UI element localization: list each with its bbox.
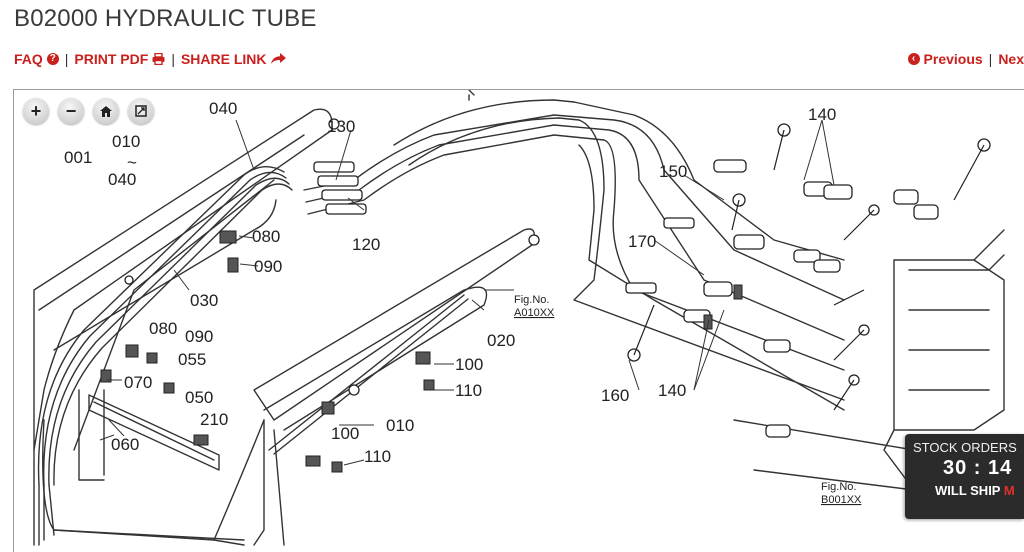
callout-label: 110 <box>455 381 482 400</box>
chevron-left-circle-icon: ‹ <box>907 53 920 65</box>
callout-label: 160 <box>601 386 629 405</box>
next-link[interactable]: Nex <box>998 51 1024 67</box>
callout-label: 100 <box>331 424 359 443</box>
diagram-viewer[interactable]: 040 130 001 010 ~040 140 150 170 080 090 120 030 020… <box>13 89 1024 552</box>
callout-label: 030 <box>190 291 218 310</box>
callout-label: ~ <box>127 153 137 172</box>
callout-label: 140 <box>808 105 836 124</box>
callout-label: 020 <box>487 331 515 350</box>
will-ship-text: WILL SHIP M <box>905 480 1024 498</box>
fullscreen-button[interactable] <box>128 98 154 124</box>
home-icon <box>100 105 112 117</box>
callout-label: 001 <box>64 148 92 167</box>
will-ship-prefix: WILL SHIP <box>935 483 1004 498</box>
callout-label: 070 <box>124 373 152 392</box>
separator: | <box>171 51 175 67</box>
parts-diagram: 040 130 001 010 ~040 140 150 170 080 090 120 030 020… <box>33 90 1005 546</box>
previous-link[interactable]: ‹ Previous <box>907 51 983 67</box>
callout-label: 110 <box>364 447 391 466</box>
page-title: B02000 HYDRAULIC TUBE <box>14 5 317 32</box>
zoom-out-button[interactable]: − <box>58 98 84 124</box>
faq-label: FAQ <box>14 51 43 67</box>
stock-orders-banner[interactable]: STOCK ORDERS 30 : 14 WILL SHIP M <box>905 434 1024 519</box>
plus-icon: + <box>30 100 42 121</box>
stock-orders-header: STOCK ORDERS <box>913 440 1017 455</box>
callout-label: 040 <box>108 170 136 189</box>
share-link-label: SHARE LINK <box>180 51 267 67</box>
question-circle-icon: ? <box>46 53 59 65</box>
callout-label: 100 <box>455 355 483 374</box>
faq-link[interactable]: FAQ ? <box>14 51 59 67</box>
callout-label: 060 <box>111 435 139 454</box>
callout-label: 210 <box>200 410 228 429</box>
callout-label: 150 <box>659 162 687 181</box>
callout-label: 010 <box>112 132 140 151</box>
nav-separator: | <box>988 51 993 67</box>
fig-ref-a010-line1: Fig.No. <box>514 294 549 306</box>
home-button[interactable] <box>93 98 119 124</box>
callout-label: 055 <box>178 350 206 369</box>
printer-icon <box>152 53 165 65</box>
fig-ref-a010-line2: A010XX <box>514 307 555 319</box>
callout-label: 120 <box>352 235 380 254</box>
zoom-in-button[interactable]: + <box>23 98 49 124</box>
fig-ref-b001-line2: B001XX <box>821 494 862 506</box>
pager-nav: ‹ Previous | Nex <box>907 51 1024 67</box>
callout-label: 080 <box>252 227 280 246</box>
action-links: FAQ ? | PRINT PDF | SHARE LINK <box>14 51 286 67</box>
callout-label: 130 <box>327 117 355 136</box>
callout-label: 010 <box>386 416 414 435</box>
fullscreen-icon <box>135 105 147 117</box>
zoom-controls: + − <box>23 98 154 124</box>
print-pdf-label: PRINT PDF <box>74 51 149 67</box>
callout-label: 040 <box>209 99 237 118</box>
callout-label: 090 <box>185 327 213 346</box>
minus-icon: − <box>65 100 77 121</box>
callout-label: 140 <box>658 381 686 400</box>
callout-label: 080 <box>149 319 177 338</box>
share-arrow-icon <box>270 53 286 65</box>
callout-label: 050 <box>185 388 213 407</box>
callout-label: 170 <box>628 232 656 251</box>
share-link[interactable]: SHARE LINK <box>181 51 286 67</box>
previous-label: Previous <box>923 51 983 67</box>
print-pdf-link[interactable]: PRINT PDF <box>74 51 165 67</box>
ship-countdown-timer: 30 : 14 <box>943 457 1013 479</box>
fig-ref-b001-line1: Fig.No. <box>821 481 856 493</box>
separator: | <box>64 51 69 67</box>
will-ship-day: M <box>1003 483 1015 498</box>
callout-label: 090 <box>254 257 282 276</box>
